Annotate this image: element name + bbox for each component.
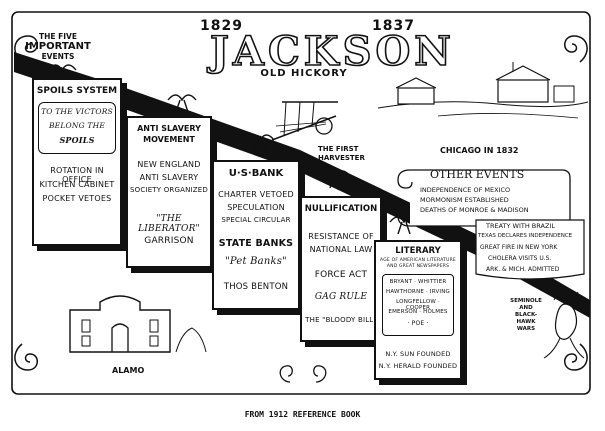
year-start: 1829 — [200, 18, 243, 34]
other-events-item-1: INDEPENDENCE OF MEXICO — [420, 186, 511, 194]
literary-author-4: EMERSON · HOLMES — [388, 309, 448, 315]
us-bank-item-2: SPECULATION — [227, 203, 285, 212]
seminole-line-1: SEMINOLE — [510, 298, 542, 304]
spoils-title: SPOILS SYSTEM — [36, 86, 118, 96]
us-bank-state-banks: STATE BANKS — [218, 238, 294, 249]
literary-scroll: BRYANT · WHITTIER HAWTHORNE · IRVING LON… — [382, 274, 454, 336]
anti-slavery-person: GARRISON — [144, 236, 194, 246]
nullification-gag-rule: GAG RULE — [314, 292, 368, 302]
card-us-bank: U·S·BANK CHARTER VETOED SPECULATION SPEC… — [212, 160, 300, 310]
anti-slavery-paper: "THE LIBERATOR" — [138, 214, 200, 234]
other-events-more-5: ARK. & MICH. ADMITTED — [486, 266, 560, 273]
other-events-item-3: DEATHS OF MONROE & MADISON — [420, 206, 529, 214]
seminole-line-3: BLACK- — [514, 312, 538, 318]
us-bank-item-3: SPECIAL CIRCULAR — [221, 216, 291, 224]
five-events-line-3: EVENTS — [41, 52, 75, 61]
us-bank-pet-banks: "Pet Banks" — [225, 256, 287, 267]
seminole-line-5: WARS — [516, 326, 536, 332]
five-events-line-1: THE FIVE — [39, 32, 77, 41]
literary-paper-2: N.Y. HERALD FOUNDED — [378, 362, 458, 370]
other-events-more-2: TEXAS DECLARES INDEPENDENCE — [478, 233, 573, 239]
spoils-item-1: ROTATION IN OFFICE — [50, 166, 104, 184]
spoils-item-2: KITCHEN CABINET — [39, 180, 115, 189]
nullification-bloody-bill: THE "BLOODY BILL" — [305, 316, 377, 324]
seminole-line-2: AND — [519, 305, 533, 311]
other-events-ribbon — [475, 219, 585, 280]
native-chief-figure — [543, 290, 585, 359]
other-events-more-3: GREAT FIRE IN NEW YORK — [480, 244, 558, 251]
chicago-illustration — [378, 62, 588, 119]
nullification-item-2: NATIONAL LAW — [309, 245, 373, 254]
five-events-line-2: IMPORTANT — [25, 41, 91, 52]
literary-title: LITERARY — [395, 246, 441, 256]
spoils-banner-line-3: SPOILS — [59, 135, 95, 145]
anti-slavery-title-2: MOVEMENT — [143, 135, 195, 144]
literary-paper-1: N.Y. SUN FOUNDED — [385, 350, 451, 358]
spoils-item-3: POCKET VETOES — [42, 194, 112, 203]
caption: FROM 1912 REFERENCE BOOK — [244, 410, 361, 419]
card-literary: LITERARY AGE OF AMERICAN LITERATURE AND … — [374, 240, 462, 380]
anti-slavery-item-1: NEW ENGLAND — [137, 160, 201, 169]
harvester-label: THE FIRST HARVESTER — [318, 145, 365, 163]
alamo-illustration — [69, 295, 207, 353]
harvester-line-2: HARVESTER — [318, 154, 365, 162]
harvester-line-1: THE FIRST — [318, 145, 359, 153]
anti-slavery-item-2: ANTI SLAVERY — [139, 173, 199, 182]
anti-slavery-item-3: SOCIETY ORGANIZED — [129, 186, 208, 194]
literary-subtitle-2: AND GREAT NEWSPAPERS — [386, 264, 450, 269]
other-events-more-1: TREATY WITH BRAZIL — [486, 222, 555, 230]
other-events-more-4: CHOLERA VISITS U.S. — [488, 255, 552, 262]
page-subtitle: OLD HICKORY — [260, 68, 348, 79]
spoils-banner-line-2: BELONG THE — [48, 121, 106, 130]
literary-author-3: LONGFELLOW · COOPER — [396, 299, 440, 311]
nullification-title: NULLIFICATION — [304, 204, 378, 214]
us-bank-person: THOS BENTON — [223, 282, 289, 292]
alamo-label: ALAMO — [112, 366, 145, 375]
card-spoils-system: SPOILS SYSTEM TO THE VICTORS BELONG THE … — [32, 78, 122, 246]
spoils-banner: TO THE VICTORS BELONG THE SPOILS — [38, 102, 116, 154]
card-nullification: NULLIFICATION RESISTANCE OF NATIONAL LAW… — [300, 196, 382, 342]
other-events-title: OTHER EVENTS — [430, 168, 525, 181]
year-end: 1837 — [372, 18, 415, 34]
literary-author-1: BRYANT · WHITTIER — [389, 279, 447, 285]
other-events-item-2: MORMONISM ESTABLISHED — [420, 196, 509, 204]
spoils-banner-line-1: TO THE VICTORS — [41, 107, 113, 116]
five-events-label: THE FIVE IMPORTANT EVENTS — [18, 32, 98, 62]
nullification-force-act: FORCE ACT — [314, 270, 368, 280]
nullification-item-1: RESISTANCE OF — [308, 232, 374, 241]
harvester-illustration — [271, 101, 338, 141]
chicago-label: CHICAGO IN 1832 — [440, 146, 519, 155]
us-bank-title: U·S·BANK — [228, 168, 284, 179]
literary-subtitle-1: AGE OF AMERICAN LITERATURE — [380, 258, 456, 263]
seminole-line-4: HAWK — [516, 319, 536, 325]
anti-slavery-title-1: ANTI SLAVERY — [137, 124, 201, 133]
literary-author-2: HAWTHORNE · IRVING — [385, 289, 451, 295]
us-bank-item-1: CHARTER VETOED — [218, 190, 294, 199]
seminole-label: SEMINOLE AND BLACK- HAWK WARS — [508, 298, 544, 333]
literary-author-5: · POE · — [407, 320, 429, 327]
card-anti-slavery: ANTI SLAVERY MOVEMENT NEW ENGLAND ANTI S… — [126, 116, 212, 268]
